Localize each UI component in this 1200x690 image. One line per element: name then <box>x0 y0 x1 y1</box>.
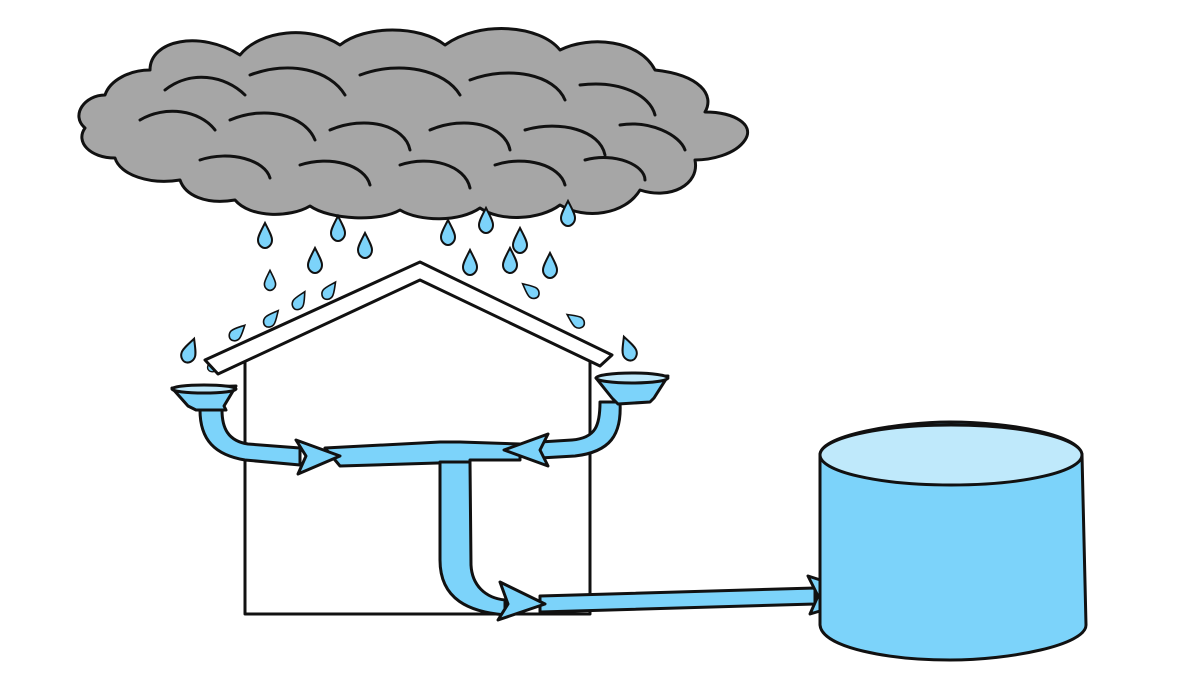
raindrop-icon <box>357 232 373 259</box>
gutters <box>170 371 670 412</box>
raindrop-icon <box>512 227 528 254</box>
house-roof <box>203 260 614 376</box>
raindrop-icon <box>307 247 323 274</box>
cloud-inner-curls <box>138 66 687 190</box>
main-horizontal-pipe <box>323 440 522 468</box>
pipes <box>198 400 817 617</box>
raindrop-icon <box>330 215 346 242</box>
arrow-right-to-left <box>502 432 550 468</box>
gutter-funnel-opening <box>170 383 238 395</box>
raindrop-icon <box>518 278 543 302</box>
raindrop-icon <box>542 252 558 279</box>
water-tank-icon <box>818 420 1088 662</box>
tank-top-water <box>818 423 1084 487</box>
raindrop-icon <box>289 288 311 313</box>
raindrop-icon <box>440 219 456 246</box>
raindrop-icon <box>462 249 478 276</box>
raindrop-icon <box>616 333 641 364</box>
cloud-body <box>77 27 749 221</box>
house-walls <box>243 353 592 616</box>
arrow-down-to-ground <box>496 580 547 622</box>
raindrop-icon <box>257 222 273 249</box>
house-icon <box>203 260 614 616</box>
raindrop-icon <box>563 309 588 332</box>
rain-cloud-icon <box>77 27 749 221</box>
gutter-funnel-opening <box>594 371 670 385</box>
arrow-left-to-right <box>294 438 342 476</box>
left-gutter-pipe <box>198 408 302 467</box>
raindrop-icon <box>263 269 277 292</box>
raindrop-icon <box>177 335 202 366</box>
